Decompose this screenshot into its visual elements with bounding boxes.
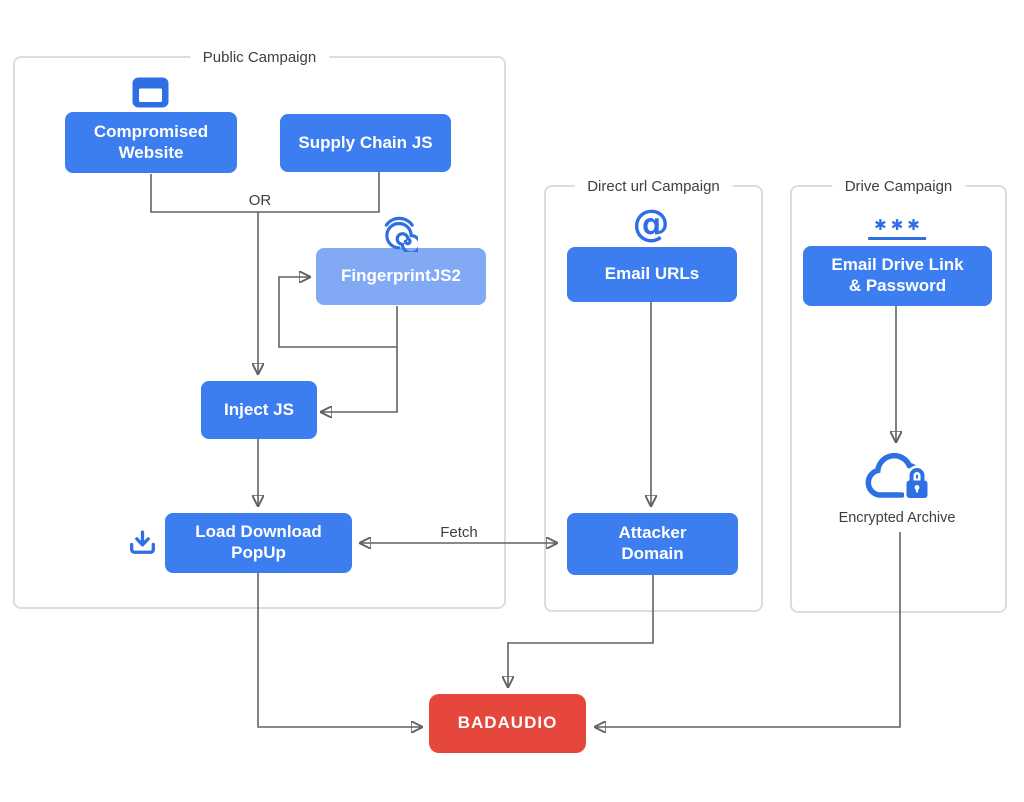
encrypted-archive-label: Encrypted Archive xyxy=(838,510,956,526)
node-fingerprintjs2: FingerprintJS2 xyxy=(316,248,486,305)
node-badaudio: BADAUDIO xyxy=(429,694,586,753)
node-load-download-popup: Load Download PopUp xyxy=(165,513,352,573)
node-label: Attacker xyxy=(618,523,687,543)
node-label: Supply Chain JS xyxy=(298,132,433,152)
edge-or-junction xyxy=(150,172,380,213)
node-email-urls: Email URLs xyxy=(567,247,737,302)
fetch-label: Fetch xyxy=(440,524,478,541)
node-label: Email URLs xyxy=(604,264,700,284)
node-email-drive-link-password: Email Drive Link & Password xyxy=(803,246,992,306)
group-title-drive-campaign: Drive Campaign xyxy=(831,177,966,197)
download-tray-icon xyxy=(130,530,155,554)
node-label: BADAUDIO xyxy=(457,713,558,733)
node-attacker-domain: Attacker Domain xyxy=(567,513,738,575)
node-label: Email Drive Link xyxy=(831,255,964,275)
edge-fingerprintjs2-to-inject-js xyxy=(322,306,398,412)
group-drive-campaign: Drive Campaign xyxy=(790,177,1007,613)
node-supply-chain-js: Supply Chain JS xyxy=(280,114,451,172)
node-compromised-website: Compromised Website xyxy=(65,112,237,173)
fingerprint-icon xyxy=(384,216,418,252)
password-asterisks-icon: ✱✱✱ xyxy=(868,216,926,240)
node-inject-js: Inject JS xyxy=(201,381,317,439)
browser-window-icon xyxy=(132,77,169,108)
node-label: FingerprintJS2 xyxy=(341,266,461,286)
edge-attacker-domain-to-badaudio xyxy=(508,575,654,686)
node-label: & Password xyxy=(848,276,947,295)
group-title-public-campaign: Public Campaign xyxy=(189,48,330,68)
node-label: Load Download xyxy=(195,522,322,542)
edge-loop-to-fingerprintjs2 xyxy=(278,277,397,348)
node-label: PopUp xyxy=(231,543,286,562)
node-label: Website xyxy=(118,142,184,162)
or-label: OR xyxy=(248,192,272,209)
edge-archive-to-badaudio xyxy=(596,532,901,727)
node-label: Inject JS xyxy=(224,399,294,419)
at-icon: @ xyxy=(632,202,670,245)
group-public-campaign: Public Campaign xyxy=(13,48,506,609)
group-title-direct-url-campaign: Direct url Campaign xyxy=(574,177,733,197)
node-label: Compromised xyxy=(93,121,209,141)
cloud-lock-icon xyxy=(865,452,930,501)
node-label: Domain xyxy=(621,544,684,563)
edge-load-popup-to-badaudio xyxy=(257,573,421,727)
